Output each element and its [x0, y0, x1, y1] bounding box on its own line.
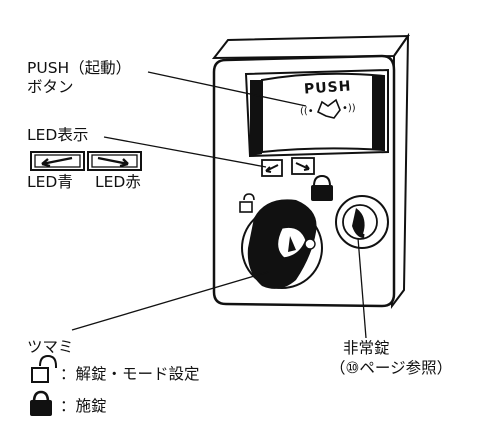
lock-desc: ：施錠: [60, 397, 107, 415]
emergency-label-line1: 非常錠: [343, 339, 390, 357]
radio-left-icon: ((•: [300, 106, 314, 117]
knob-label: ツマミ: [27, 338, 74, 356]
push-label-line2: ボタン: [27, 78, 74, 96]
legend-lock-icon: [30, 390, 52, 416]
emergency-label-line2: （⑩ページ参照）: [330, 359, 453, 377]
unlock-desc: ：解錠・モード設定: [60, 365, 200, 383]
legend-unlock-icon: [31, 354, 57, 383]
led-red-label: LED赤: [95, 173, 141, 191]
hand-icon: [316, 98, 341, 119]
push-text: PUSH: [303, 78, 352, 98]
led-blue-label: LED青: [27, 173, 73, 191]
radio-right-icon: •)): [342, 103, 356, 114]
led-label: LED表示: [27, 126, 89, 144]
push-label-line1: PUSH（起動）: [27, 59, 132, 77]
